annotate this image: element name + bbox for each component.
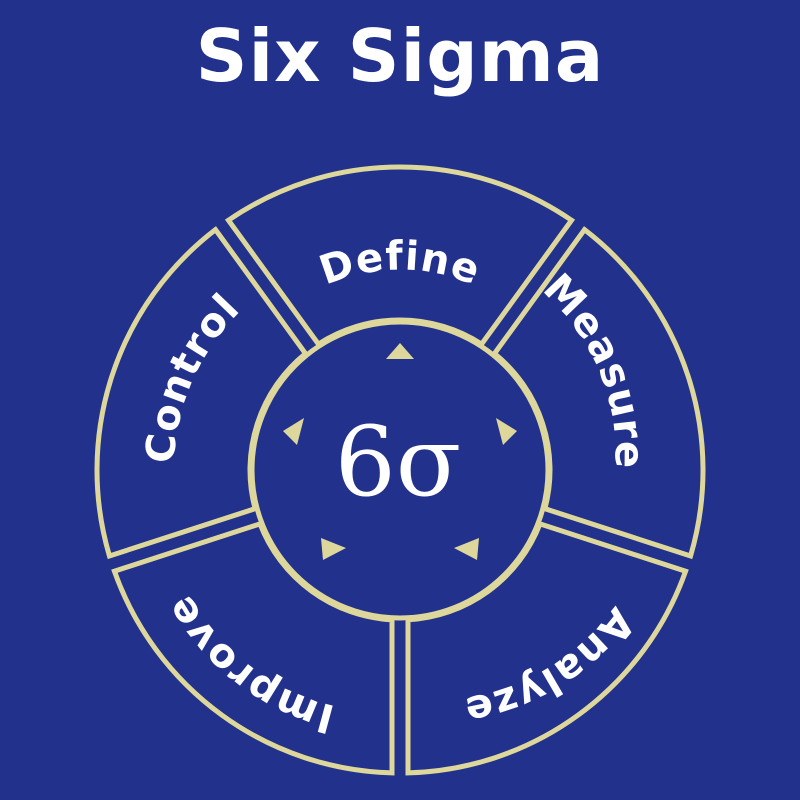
- arrow-icon: [454, 538, 479, 560]
- arrow-icon: [283, 418, 304, 445]
- arrow-icon: [496, 418, 517, 445]
- center-arrows: [283, 343, 517, 560]
- arrow-icon: [321, 538, 346, 560]
- arrow-icon: [386, 343, 414, 359]
- page-title: Six Sigma: [195, 14, 605, 98]
- six-sigma-symbol: 6σ: [335, 406, 462, 518]
